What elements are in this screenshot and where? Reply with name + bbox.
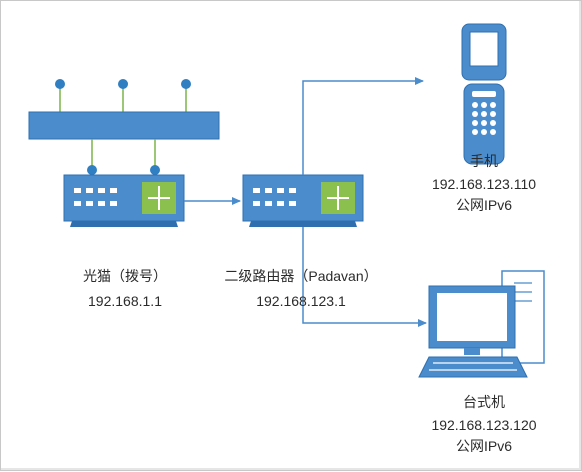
router-ip: 192.168.123.1: [256, 293, 346, 309]
router-name: 二级路由器（Padavan）: [224, 268, 378, 284]
network-hub-icon: [28, 79, 220, 175]
phone-ipv6: 公网IPv6: [455, 197, 512, 213]
hub-antenna: [118, 79, 128, 112]
phone-label: 手机 192.168.123.110 公网IPv6: [414, 153, 554, 214]
hub-antenna: [55, 79, 65, 112]
desktop-ip: 192.168.123.120: [431, 417, 537, 433]
modem-switch-icon: [63, 174, 185, 227]
modem-name: 光猫（拨号）: [83, 268, 167, 284]
desktop-label: 台式机 192.168.123.120 公网IPv6: [414, 394, 554, 455]
phone-name: 手机: [470, 153, 498, 169]
connector-router-to-phone: [302, 77, 424, 175]
hub-antenna: [181, 79, 191, 112]
desktop-name: 台式机: [463, 394, 505, 410]
hub-bar: [28, 111, 220, 140]
desktop-computer-icon: [418, 270, 545, 378]
desktop-ipv6: 公网IPv6: [455, 438, 512, 454]
modem-label: 光猫（拨号） 192.168.1.1: [70, 268, 180, 310]
phone-ip: 192.168.123.110: [431, 176, 537, 192]
mobile-phone-icon: [461, 23, 507, 165]
modem-ip: 192.168.1.1: [88, 293, 162, 309]
router-switch-icon: [242, 174, 364, 227]
connector-router-to-desktop: [302, 227, 427, 327]
router-label: 二级路由器（Padavan） 192.168.123.1: [211, 268, 391, 310]
